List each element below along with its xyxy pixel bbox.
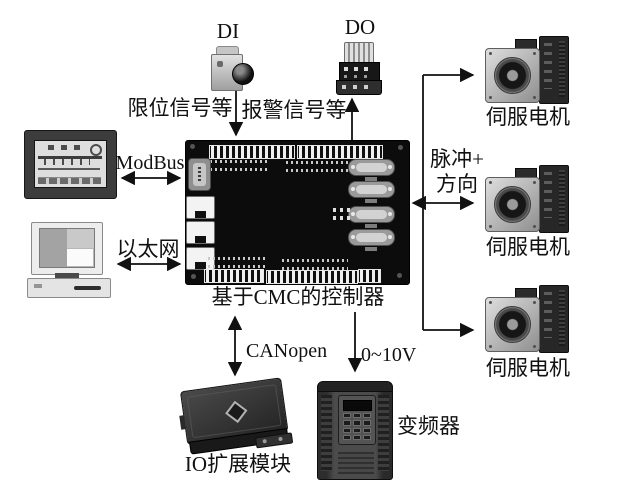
inverter-vent-left (321, 395, 332, 471)
db-connector-tag (365, 199, 377, 203)
servo-motor-body (485, 48, 540, 103)
pin-header (286, 161, 356, 173)
inverter-keys (343, 413, 371, 440)
cmc-controller-board (185, 140, 410, 285)
computer-drive-slot (74, 286, 101, 290)
servo-motor-icon-3 (485, 285, 569, 353)
inverter-icon (317, 381, 393, 480)
board-screw (397, 273, 402, 278)
hmi-screen-line2 (38, 168, 100, 170)
db-connector-tag (365, 224, 377, 228)
pulse-direction-label-line2: 方向 (436, 172, 478, 196)
computer-badge (34, 284, 42, 288)
computer-stand (55, 273, 79, 278)
db-connector (348, 206, 395, 228)
board-screw (398, 145, 403, 150)
terminal-strip (358, 269, 381, 283)
relay-base (336, 80, 382, 95)
io-expansion-module-icon (176, 375, 297, 460)
terminal-strip (297, 145, 383, 159)
controller-label: 基于CMC的控制器 (211, 285, 385, 309)
inverter-display (343, 400, 372, 411)
analog-0-10v-label: 0~10V (361, 344, 417, 366)
pin-header (208, 257, 268, 269)
terminal-strip (204, 269, 264, 283)
canopen-label: CANopen (246, 340, 328, 362)
computer-screen-pane2 (67, 229, 94, 248)
inverter-vent-right (378, 395, 389, 471)
rj45-port (186, 221, 215, 244)
computer-case (27, 278, 111, 298)
limit-switch-icon (211, 46, 254, 91)
servo-drive (539, 36, 569, 104)
servo-3-label: 伺服电机 (486, 356, 570, 380)
servo-motor-body (485, 297, 540, 352)
terminal-strip (266, 270, 358, 284)
servo-motor-icon-2 (485, 165, 569, 233)
hmi-screen-gauge (90, 144, 102, 156)
hmi-panel-icon (24, 130, 117, 199)
db-connector-tag (365, 247, 377, 251)
computer-screen-window (67, 249, 93, 266)
computer-screen (39, 228, 95, 268)
limit-switch-detail (217, 61, 223, 67)
pin-header (282, 259, 348, 271)
servo-1-label: 伺服电机 (486, 105, 570, 129)
db-connector (348, 229, 395, 251)
do-label: DO (344, 15, 376, 39)
pin-header (210, 160, 270, 172)
servo-2-label: 伺服电机 (486, 235, 570, 259)
modbus-label: ModBus (115, 152, 185, 174)
io-module-label: IO扩展模块 (184, 452, 292, 476)
board-screw (191, 274, 196, 279)
hmi-screen-ticks (44, 159, 90, 165)
inverter-top-cap (318, 382, 392, 392)
servo-motor-body (485, 177, 540, 232)
computer-monitor (31, 222, 103, 275)
alarm-signals-label: 报警信号等 (241, 98, 347, 122)
db9-connector (188, 158, 211, 191)
relay-icon (336, 42, 382, 95)
computer-screen-pane (40, 229, 67, 267)
servo-drive (539, 285, 569, 353)
hmi-screen-detail (48, 145, 84, 150)
db-connector (348, 181, 395, 203)
db-connector-tag (365, 177, 377, 181)
di-label: DI (216, 19, 240, 43)
inverter-keypad (338, 395, 376, 445)
servo-motor-icon-1 (485, 36, 569, 104)
rj45-port (186, 196, 215, 219)
inverter-label: 变频器 (397, 414, 460, 438)
pulse-direction-label-line1: 脉冲+ (430, 147, 484, 171)
servo-drive (539, 165, 569, 233)
ethernet-label: 以太网 (116, 237, 180, 261)
terminal-strip (209, 145, 295, 159)
inverter-lower-vent (338, 452, 374, 474)
limit-signals-label: 限位信号等 (127, 96, 233, 120)
led-cluster (333, 208, 354, 220)
hmi-screen-toolbar (38, 177, 101, 184)
limit-switch-roller (232, 63, 254, 85)
db-connector (348, 159, 395, 181)
hmi-screen-line (38, 156, 102, 159)
board-screw (190, 144, 195, 149)
hmi-screen (34, 140, 107, 188)
computer-icon (27, 222, 111, 298)
